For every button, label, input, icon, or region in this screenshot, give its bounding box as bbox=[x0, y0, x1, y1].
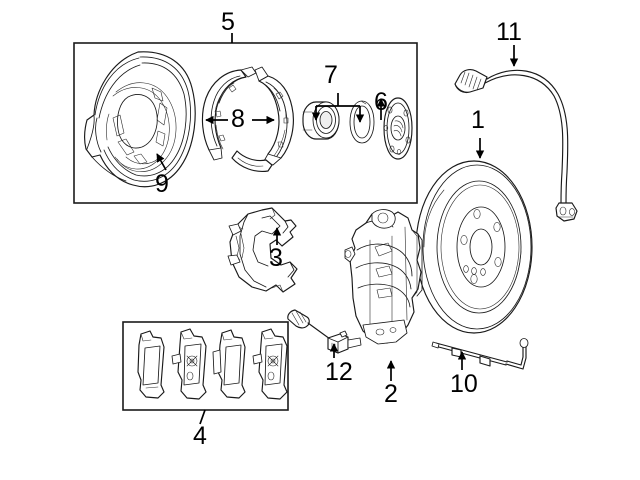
part-brake-rotor-disc bbox=[415, 160, 533, 334]
callout-label-10: 10 bbox=[450, 370, 478, 398]
callout-label-6: 6 bbox=[374, 88, 388, 116]
brake-pad-set-box bbox=[122, 321, 289, 411]
callout-label-4: 4 bbox=[193, 422, 207, 450]
callout-label-9: 9 bbox=[155, 170, 169, 198]
callout-leader-lines bbox=[156, 33, 519, 425]
callout-label-7: 7 bbox=[324, 61, 338, 89]
leader-4 bbox=[199, 409, 206, 425]
callout-label-11: 11 bbox=[496, 18, 522, 46]
part-brake-pad-set bbox=[137, 328, 288, 400]
parking-brake-group-box bbox=[73, 42, 418, 204]
part-brake-pad-wear-sensor bbox=[287, 309, 362, 354]
part-wheel-speed-sensor-wire bbox=[431, 338, 529, 370]
callout-label-5: 5 bbox=[221, 8, 235, 36]
part-parking-brake-shoe-set bbox=[201, 66, 294, 173]
callout-label-1: 1 bbox=[471, 106, 485, 134]
part-wheel-hub bbox=[383, 97, 413, 160]
part-wheel-bearing bbox=[302, 101, 340, 140]
leader-9 bbox=[156, 153, 167, 171]
part-abs-wheel-speed-sensor bbox=[454, 69, 578, 222]
callout-label-2: 2 bbox=[384, 380, 398, 408]
callout-label-3: 3 bbox=[269, 244, 283, 272]
part-caliper-mounting-bracket bbox=[227, 207, 298, 293]
callout-label-8: 8 bbox=[231, 105, 245, 133]
callout-label-12: 12 bbox=[325, 358, 353, 386]
part-brake-caliper bbox=[344, 209, 423, 345]
part-brake-backing-plate bbox=[84, 51, 196, 188]
part-bearing-snap-ring bbox=[349, 100, 375, 144]
